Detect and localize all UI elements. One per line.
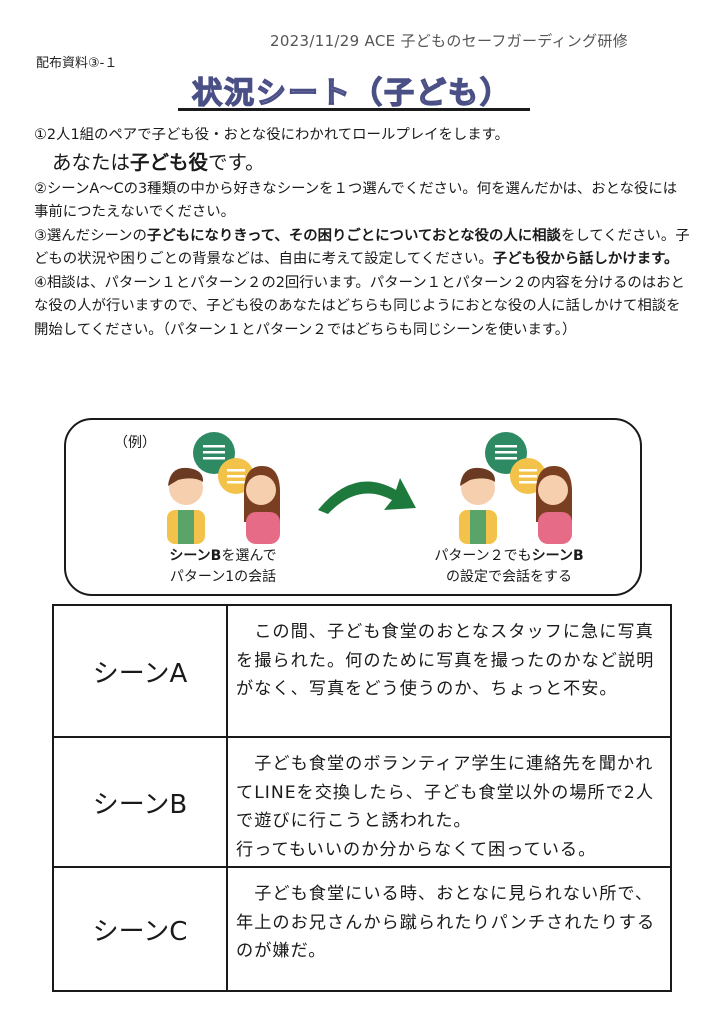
boy-icon	[459, 467, 497, 544]
scene-description: 子ども食堂のボランティア学生に連絡先を聞かれてLINEを交換したら、子ども食堂以…	[236, 750, 660, 864]
scene-b-text2: 行ってもいいのか分からなくて困っている。	[236, 839, 597, 860]
instruction-3-bold2: 子ども役から話しかけます。	[492, 251, 679, 267]
title-text: 状況シート（子ども）	[191, 75, 512, 111]
scene-description: 子ども食堂にいる時、おとなに見られない所で、年上のお兄さんから蹴られたりパンチさ…	[236, 884, 656, 961]
boy-icon	[167, 467, 205, 544]
scene-name: シーンB	[54, 738, 228, 866]
example-box: （例）	[64, 418, 642, 596]
left-caption-bold: シーンB	[169, 548, 222, 564]
role-prefix: あなたは	[52, 150, 131, 174]
instruction-2: ②シーンA〜Cの3種類の中から好きなシーンを１つ選んでください。何を選んだかは、…	[34, 180, 678, 221]
table-row: シーンC 子ども食堂にいる時、おとなに見られない所で、年上のお兄さんから蹴られた…	[54, 866, 670, 990]
role-suffix: です。	[208, 150, 265, 174]
instruction-3-b: をしてください。子どもの状況や困りごとの背景などは、自由に考えて設定してください…	[34, 227, 690, 268]
left-caption: シーンBを選んで パターン1の会話	[150, 546, 296, 588]
right-caption-line2: の設定で会話をする	[446, 569, 572, 585]
instruction-3: ③選んだシーンの子どもになりきって、その困りごとについておとな役の人に相談をして…	[34, 225, 690, 272]
curved-arrow-icon	[318, 478, 416, 514]
right-caption-bold: シーンB	[531, 548, 584, 564]
role-line: あなたは子ども役です。	[34, 148, 690, 178]
scene-table: シーンA この間、子ども食堂のおとなスタッフに急に写真を撮られた。何のために写真…	[52, 604, 672, 992]
instruction-1: ①2人1組のペアで子ども役・おとな役にわかれてロールプレイをします。	[34, 127, 510, 143]
right-illustration	[459, 432, 572, 544]
right-caption-line1: パターン２でも	[434, 548, 532, 564]
scene-name: シーンA	[54, 606, 228, 736]
left-caption-rest: を選んで	[221, 548, 277, 564]
speech-bubble-icon	[193, 432, 254, 494]
scene-b-text: 子ども食堂のボランティア学生に連絡先を聞かれてLINEを交換したら、子ども食堂以…	[236, 754, 655, 831]
left-illustration	[167, 432, 280, 544]
instruction-3-bold1: 子どもになりきって、その困りごとについておとな役の人に相談	[146, 227, 561, 244]
page-title: 状況シート（子ども）	[178, 68, 530, 114]
table-row: シーンB 子ども食堂のボランティア学生に連絡先を聞かれてLINEを交換したら、子…	[54, 736, 670, 866]
woman-icon	[536, 466, 572, 544]
example-label: （例）	[114, 435, 156, 451]
handout-label: 配布資料③-１	[36, 56, 118, 71]
instruction-3-a: ③選んだシーンの	[34, 227, 147, 244]
title-underline	[178, 108, 530, 111]
role-bold: 子ども役	[130, 150, 209, 174]
scene-name: シーンC	[54, 868, 228, 990]
woman-icon	[244, 466, 280, 544]
table-row: シーンA この間、子ども食堂のおとなスタッフに急に写真を撮られた。何のために写真…	[54, 606, 670, 736]
header-date: 2023/11/29 ACE 子どものセーフガーディング研修	[270, 32, 628, 50]
instructions: ①2人1組のペアで子ども役・おとな役にわかれてロールプレイをします。 あなたは子…	[34, 124, 690, 342]
instruction-4: ④相談は、パターン１とパターン２の2回行います。パターン１とパターン２の内容を分…	[34, 274, 685, 338]
left-caption-line2: パターン1の会話	[169, 569, 277, 585]
scene-description: この間、子ども食堂のおとなスタッフに急に写真を撮られた。何のために写真を撮ったの…	[236, 622, 655, 699]
right-caption: パターン２でもシーンB の設定で会話をする	[414, 546, 604, 588]
